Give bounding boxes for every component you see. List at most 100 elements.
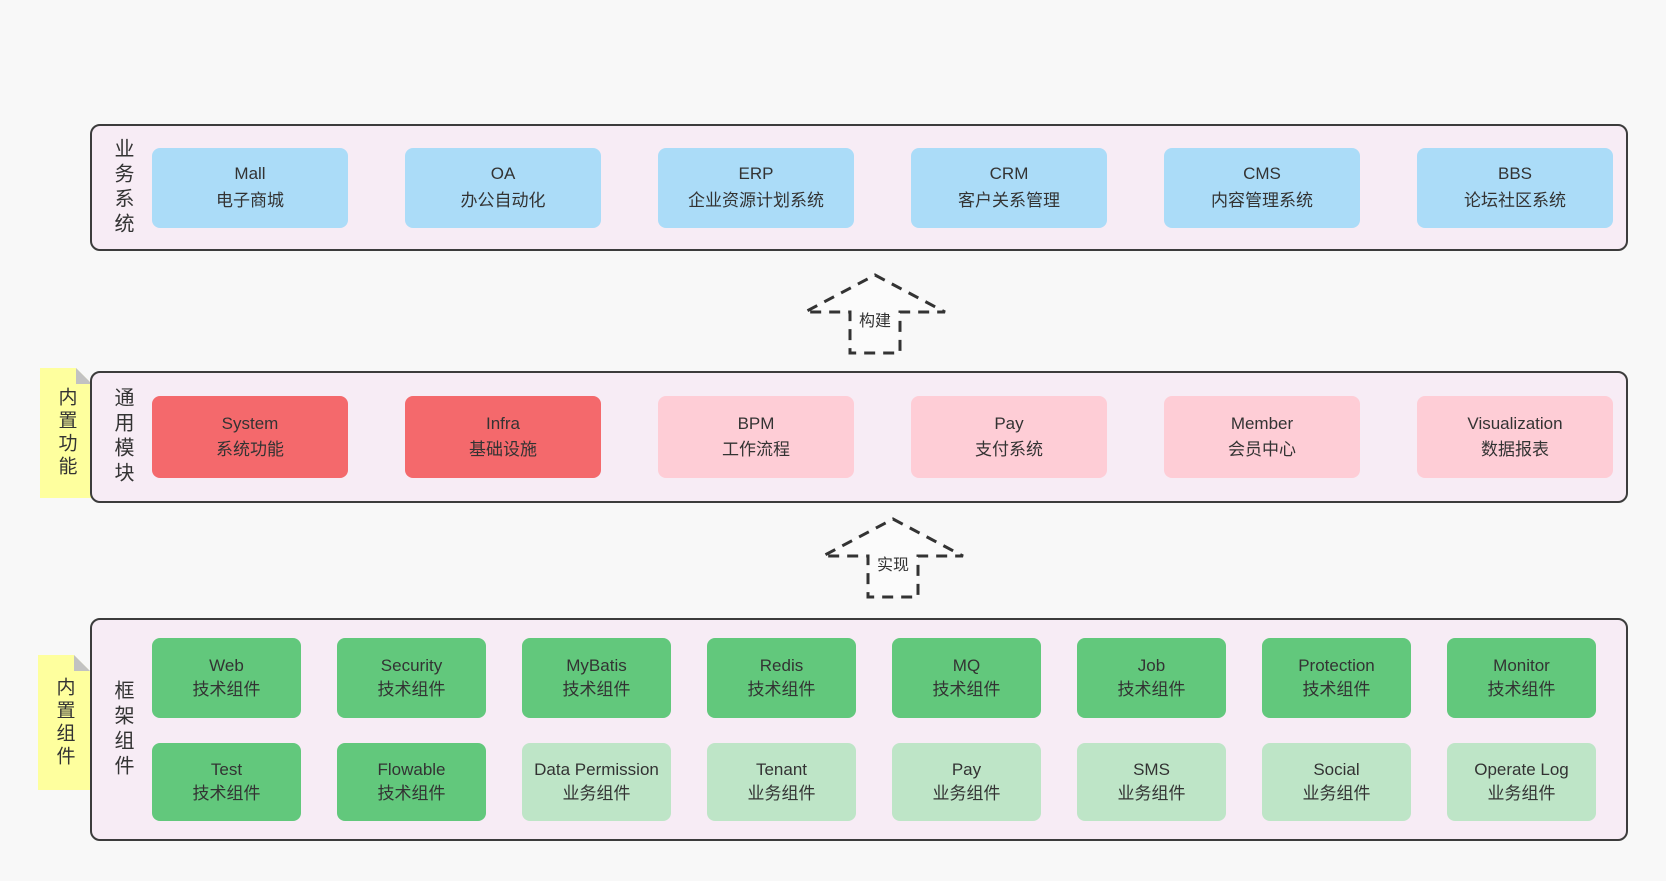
box-subtitle: 系统功能 xyxy=(216,440,284,459)
box-title: MyBatis xyxy=(566,655,627,675)
box-title: Infra xyxy=(485,413,521,433)
layer-label-common-modules: 通用模块 xyxy=(92,373,152,501)
box-visualization: Visualization 数据报表 xyxy=(1417,396,1613,478)
box-title: Social xyxy=(1313,759,1360,779)
box-subtitle: 技术组件 xyxy=(747,680,816,699)
box-subtitle: 技术组件 xyxy=(1302,680,1371,699)
box-subtitle: 技术组件 xyxy=(1487,680,1556,699)
box-social: Social 业务组件 xyxy=(1262,743,1411,821)
box-title: CMS xyxy=(1243,164,1281,184)
box-title: Flowable xyxy=(377,759,446,779)
box-subtitle: 技术组件 xyxy=(1117,680,1186,699)
box-title: Mall xyxy=(234,164,266,184)
box-title: Pay xyxy=(994,413,1024,433)
box-title: Monitor xyxy=(1493,655,1550,675)
note-text: 内置功能 xyxy=(55,387,77,479)
box-mq: MQ 技术组件 xyxy=(892,638,1041,718)
box-row: Web 技术组件 Security 技术组件 MyBatis 技术组件 Redi… xyxy=(152,638,1612,718)
box-subtitle: 技术组件 xyxy=(562,680,631,699)
box-infra: Infra 基础设施 xyxy=(405,396,601,478)
box-crm: CRM 客户关系管理 xyxy=(911,147,1107,228)
layer-title: 框架组件 xyxy=(111,679,133,780)
arrow-label: 实现 xyxy=(873,550,913,576)
box-member: Member 会员中心 xyxy=(1164,396,1360,478)
box-redis: Redis 技术组件 xyxy=(707,638,856,718)
box-row: Mall 电子商城 OA 办公自动化 ERP 企业资源计划系统 CRM 客户关系… xyxy=(152,126,1627,249)
box-title: Test xyxy=(210,759,243,779)
box-subtitle: 客户关系管理 xyxy=(958,190,1060,210)
box-web: Web 技术组件 xyxy=(152,638,301,718)
box-subtitle: 技术组件 xyxy=(377,680,446,699)
box-subtitle: 技术组件 xyxy=(377,784,446,803)
box-subtitle: 业务组件 xyxy=(1487,784,1556,803)
box-subtitle: 业务组件 xyxy=(1302,784,1371,803)
box-security: Security 技术组件 xyxy=(337,638,486,718)
box-subtitle: 会员中心 xyxy=(1228,440,1296,459)
box-row: Test 技术组件 Flowable 技术组件 Data Permission … xyxy=(152,743,1612,821)
box-title: SMS xyxy=(1133,759,1170,779)
box-subtitle: 业务组件 xyxy=(932,784,1001,803)
box-job: Job 技术组件 xyxy=(1077,638,1226,718)
box-sms: SMS 业务组件 xyxy=(1077,743,1226,821)
box-title: Protection xyxy=(1298,655,1375,675)
box-title: Web xyxy=(209,655,244,675)
box-title: ERP xyxy=(738,164,774,184)
box-subtitle: 基础设施 xyxy=(469,440,537,459)
box-cms: CMS 内容管理系统 xyxy=(1164,147,1360,228)
box-title: CRM xyxy=(989,164,1029,184)
box-subtitle: 工作流程 xyxy=(722,440,790,459)
sticky-note-builtin-components: 内置组件 xyxy=(38,655,90,790)
box-pay-component: Pay 业务组件 xyxy=(892,743,1041,821)
box-subtitle: 电子商城 xyxy=(216,190,284,210)
box-oa: OA 办公自动化 xyxy=(405,147,601,228)
box-title: Tenant xyxy=(755,759,808,779)
box-title: Data Permission xyxy=(534,759,659,779)
box-subtitle: 技术组件 xyxy=(192,680,261,699)
box-subtitle: 企业资源计划系统 xyxy=(688,190,824,210)
arrow-build: 构建 xyxy=(803,272,947,356)
box-title: OA xyxy=(490,164,516,184)
box-subtitle: 论坛社区系统 xyxy=(1464,190,1566,210)
box-subtitle: 业务组件 xyxy=(747,784,816,803)
layer-framework-components: 框架组件 Web 技术组件 Security 技术组件 MyBatis 技术组件… xyxy=(90,618,1628,841)
box-pay-module: Pay 支付系统 xyxy=(911,396,1107,478)
box-subtitle: 内容管理系统 xyxy=(1211,190,1313,210)
box-operate-log: Operate Log 业务组件 xyxy=(1447,743,1596,821)
box-mall: Mall 电子商城 xyxy=(152,147,348,228)
layer-business-systems: 业务系统 Mall 电子商城 OA 办公自动化 ERP 企业资源计划系统 CRM… xyxy=(90,124,1628,251)
box-system: System 系统功能 xyxy=(152,396,348,478)
box-row: System 系统功能 Infra 基础设施 BPM 工作流程 Pay 支付系统… xyxy=(152,373,1627,501)
box-subtitle: 办公自动化 xyxy=(460,190,546,210)
box-erp: ERP 企业资源计划系统 xyxy=(658,147,854,228)
box-grid: Web 技术组件 Security 技术组件 MyBatis 技术组件 Redi… xyxy=(152,620,1626,839)
box-subtitle: 支付系统 xyxy=(975,440,1043,459)
box-subtitle: 技术组件 xyxy=(192,784,261,803)
box-data-permission: Data Permission 业务组件 xyxy=(522,743,671,821)
box-subtitle: 业务组件 xyxy=(1117,784,1186,803)
box-title: System xyxy=(221,413,279,433)
sticky-note-builtin-features: 内置功能 xyxy=(40,368,92,498)
box-monitor: Monitor 技术组件 xyxy=(1447,638,1596,718)
layer-label-business-systems: 业务系统 xyxy=(92,126,152,249)
box-title: Pay xyxy=(951,759,982,779)
box-mybatis: MyBatis 技术组件 xyxy=(522,638,671,718)
layer-title: 业务系统 xyxy=(111,137,133,238)
box-title: Visualization xyxy=(1467,413,1563,433)
box-subtitle: 业务组件 xyxy=(562,784,631,803)
box-title: Operate Log xyxy=(1474,759,1569,779)
note-fold-corner-icon xyxy=(74,655,90,671)
box-subtitle: 数据报表 xyxy=(1481,440,1549,459)
layer-title: 通用模块 xyxy=(111,387,133,487)
box-title: Security xyxy=(380,655,443,675)
arrow-label: 构建 xyxy=(855,306,895,332)
box-tenant: Tenant 业务组件 xyxy=(707,743,856,821)
box-title: Member xyxy=(1230,413,1294,433)
arrow-implement: 实现 xyxy=(821,516,965,600)
box-flowable: Flowable 技术组件 xyxy=(337,743,486,821)
box-title: BBS xyxy=(1497,164,1533,184)
note-text: 内置组件 xyxy=(53,676,75,769)
box-title: Redis xyxy=(759,655,804,675)
layer-common-modules: 通用模块 System 系统功能 Infra 基础设施 BPM 工作流程 Pay… xyxy=(90,371,1628,503)
layer-label-framework-components: 框架组件 xyxy=(92,620,152,839)
